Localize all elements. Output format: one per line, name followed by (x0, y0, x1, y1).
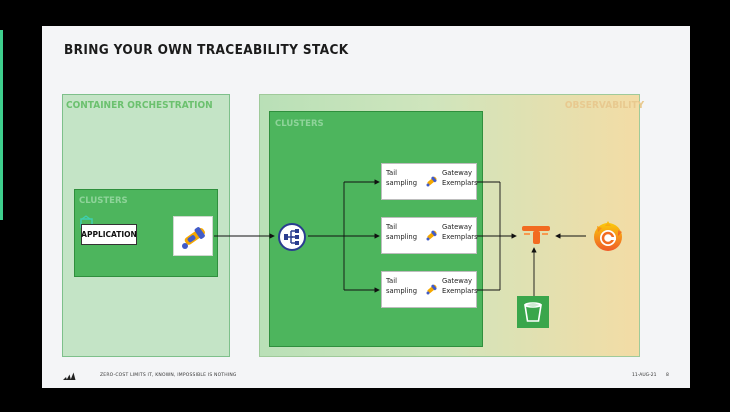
processor-box: Tail sampling Gateway Exemplars (381, 217, 478, 254)
gateway-exemplars-label: Gateway Exemplars (442, 223, 478, 241)
footer-date: 11-AUG-21 (632, 373, 657, 378)
tail-sampling-label: Tail sampling (386, 277, 418, 295)
opentelemetry-icon (182, 227, 205, 249)
observability-label: OBSERVABILITY (564, 100, 645, 111)
otel-agent-box (173, 216, 213, 256)
opentelemetry-icon (426, 230, 437, 241)
footer-text: ZERO-COST LIMITS IT, KNOWN, IMPOSSIBLE I… (100, 373, 237, 378)
adidas-logo (63, 372, 76, 380)
processor-box: Tail sampling Gateway Exemplars (381, 163, 478, 200)
application-box: APPLICATION (81, 224, 137, 245)
screen-edge-accent (0, 30, 3, 220)
grafana-icon (594, 221, 622, 251)
connection-lines (214, 179, 586, 296)
opentelemetry-icon (426, 176, 437, 187)
slide-title: BRING YOUR OWN TRACEABILITY STACK (64, 42, 349, 58)
opentelemetry-icon (426, 284, 437, 295)
gateway-exemplars-label: Gateway Exemplars (442, 169, 478, 187)
container-orchestration-label: CONTAINER ORCHESTRATION (66, 100, 213, 111)
gateway-exemplars-label: Gateway Exemplars (442, 277, 478, 295)
load-balancer-icon (278, 223, 306, 251)
page-number: 8 (666, 373, 669, 378)
tail-sampling-label: Tail sampling (386, 223, 418, 241)
processor-box: Tail sampling Gateway Exemplars (381, 271, 478, 308)
clusters-label-right: CLUSTERS (275, 119, 324, 129)
tail-sampling-label: Tail sampling (386, 169, 418, 187)
slide: BRING YOUR OWN TRACEABILITY STACK CONTAI… (42, 26, 690, 388)
clusters-label-left: CLUSTERS (79, 196, 128, 206)
tempo-icon (522, 226, 550, 244)
bucket-icon (517, 296, 549, 328)
